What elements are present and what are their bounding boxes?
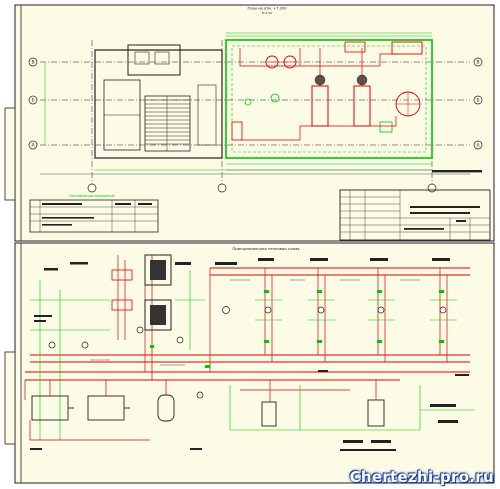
grid-letter-right-3: А [476,143,480,149]
sheet-1: В Б А В Б А [4,4,495,242]
sheet-1-side-stamp [4,107,16,201]
title-block [339,170,491,241]
grid-letter-left-3: А [31,143,35,149]
black-labels [30,258,469,451]
green-valves [150,290,444,368]
pump-symbols [48,306,447,399]
boiler-units [111,254,172,331]
plan-scale: М 1:50 [262,11,272,15]
grid-letter-left-2: Б [31,98,34,104]
green-branches [30,270,475,440]
staircase-block [94,44,223,159]
grid-bubbles [28,57,483,193]
main-headers [25,267,470,381]
dimension-lines [44,32,432,171]
grid-letter-right-1: В [476,60,479,66]
explication-table: Экспликация помещений [29,194,159,233]
plan-title: План на отм. +7.200 [248,7,288,11]
stair-steps [145,96,190,151]
boiler-room-piping [239,48,400,141]
bottom-piping [24,380,377,441]
plan-title-block: План на отм. +7.200 М 1:50 [248,7,288,16]
sheet-2-side-stamp [4,351,16,445]
watermark: Chertezhi-pro.ru [349,468,494,486]
sheet-2-background [14,242,495,484]
grid-letter-left-1: В [31,60,34,66]
grid-letter-right-2: Б [476,98,479,104]
annotation-ticks [90,279,420,366]
staircase-details [104,51,217,146]
grid-letters: В Б А В Б А [31,60,480,149]
schematic-title: Принципиальная тепловая схема [232,246,299,251]
sheet-2: Принципиальная тепловая схема [4,242,495,484]
explication-table-title: Экспликация помещений [69,194,114,198]
